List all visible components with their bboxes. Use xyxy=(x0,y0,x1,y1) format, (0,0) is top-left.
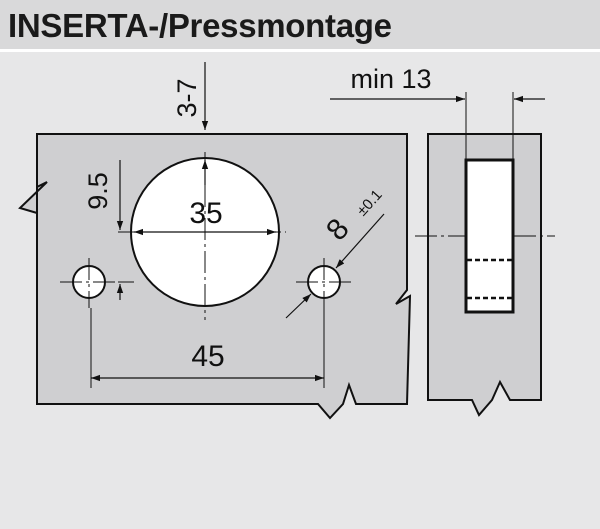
hole-offset-label: 9.5 xyxy=(83,172,113,210)
cup-section xyxy=(464,158,515,314)
dimension-lines xyxy=(91,62,545,382)
cup-diameter-label: 35 xyxy=(189,197,222,230)
extension-lines xyxy=(90,92,514,388)
header-bar: INSERTA-/Pressmontage xyxy=(0,0,600,52)
page-title: INSERTA-/Pressmontage xyxy=(8,7,392,44)
edge-distance-label: 3-7 xyxy=(172,78,202,117)
hole-spacing-label: 45 xyxy=(191,340,224,373)
min-thickness-label: min 13 xyxy=(350,64,431,94)
